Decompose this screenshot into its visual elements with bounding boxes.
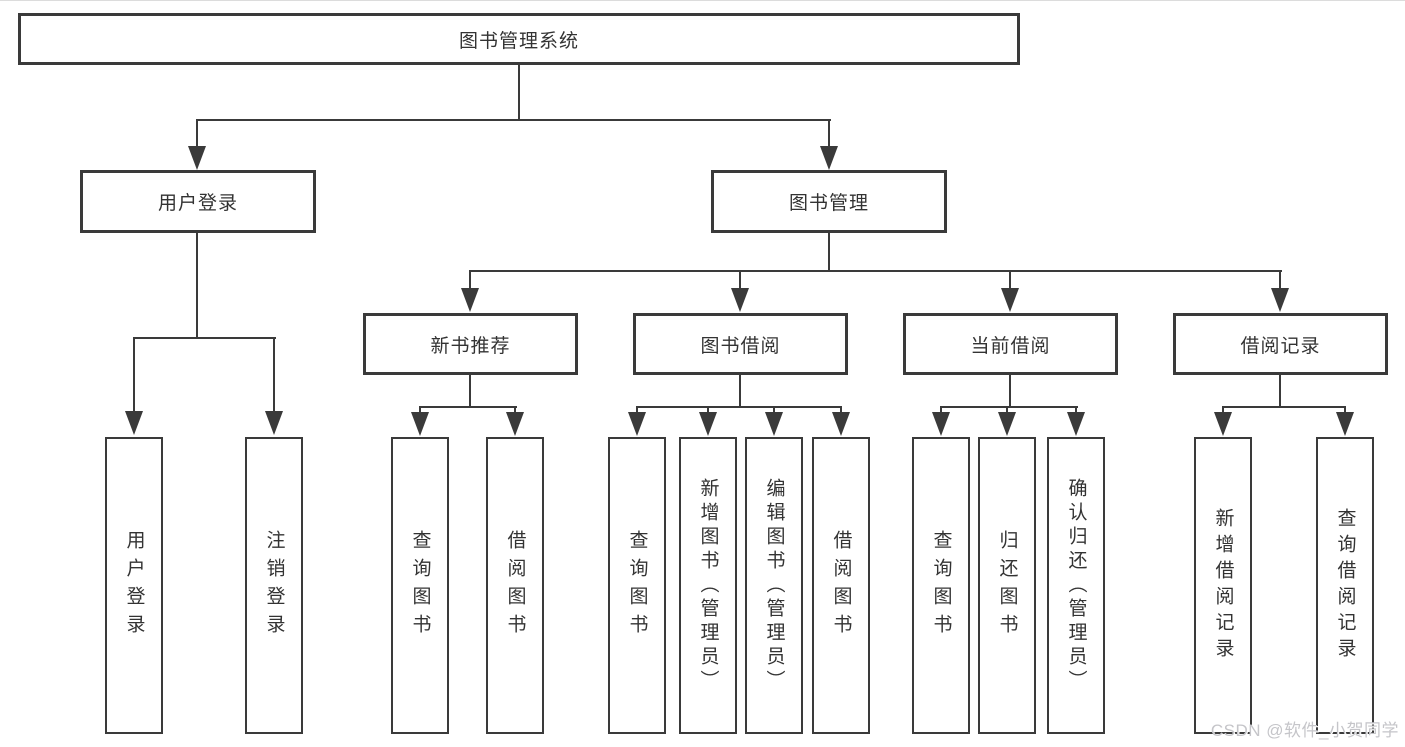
connector-current-borrow-drop-2 <box>1006 406 1008 416</box>
leaf-records-add-record: 新增借阅记录 <box>1194 437 1252 734</box>
leaf-rec-query-books: 查询图书 <box>391 437 449 734</box>
arrowhead-down <box>1271 288 1289 312</box>
connector-book-mgmt-drop-3 <box>1009 270 1011 290</box>
connector-root-stem <box>518 64 520 121</box>
node-borrow-records-label: 借阅记录 <box>1240 335 1321 357</box>
node-new-book-rec-label: 新书推荐 <box>430 335 511 357</box>
arrowhead-down <box>628 412 646 436</box>
connector-book-borrow-drop-2 <box>707 406 709 416</box>
connector-new-book-rec-drop-2 <box>514 406 516 416</box>
leaf-borrow-query-books: 查询图书 <box>608 437 666 734</box>
arrowhead-down <box>1214 412 1232 436</box>
connector-borrow-records-drop-1 <box>1222 406 1224 416</box>
connector-book-borrow-bar <box>636 406 842 408</box>
leaf-user-login: 用户登录 <box>105 437 163 734</box>
connector-book-borrow-drop-3 <box>773 406 775 416</box>
node-book-mgmt-label: 图书管理 <box>788 193 869 214</box>
arrowhead-down <box>832 412 850 436</box>
leaf-current-return-books: 归还图书 <box>978 437 1036 734</box>
connector-new-book-rec-stem <box>469 374 471 408</box>
arrowhead-down <box>265 411 283 435</box>
leaf-rec-query-books-label: 查询图书 <box>409 529 431 642</box>
csdn-watermark: CSDN @软件_小贺同学 <box>1210 721 1399 740</box>
leaf-borrow-add-books-label: 新增图书（管理员） <box>697 477 719 694</box>
node-book-borrow-label: 图书借阅 <box>700 335 781 357</box>
arrowhead-down <box>411 412 429 436</box>
connector-book-mgmt-stem <box>828 233 830 272</box>
arrowhead-down <box>1067 412 1085 436</box>
node-current-borrow-label: 当前借阅 <box>970 335 1051 357</box>
connector-current-borrow-stem <box>1009 374 1011 408</box>
connector-current-borrow-bar <box>940 406 1078 408</box>
leaf-current-confirm-return: 确认归还（管理员） <box>1047 437 1105 734</box>
connector-borrow-records-stem <box>1279 374 1281 408</box>
node-root-label: 图书管理系统 <box>458 30 579 52</box>
leaf-records-add-record-label: 新增借阅记录 <box>1212 507 1234 664</box>
node-borrow-records: 借阅记录 <box>1173 313 1388 375</box>
node-book-borrow: 图书借阅 <box>633 313 848 375</box>
leaf-records-query-record-label: 查询借阅记录 <box>1334 507 1356 664</box>
leaf-borrow-add-books: 新增图书（管理员） <box>679 437 737 734</box>
connector-book-mgmt-drop-2 <box>739 270 741 290</box>
arrowhead-down <box>699 412 717 436</box>
leaf-records-query-record: 查询借阅记录 <box>1316 437 1374 734</box>
node-book-mgmt: 图书管理 <box>711 170 947 233</box>
leaf-borrow-borrow-books: 借阅图书 <box>812 437 870 734</box>
connector-book-borrow-drop-1 <box>636 406 638 416</box>
connector-user-login-drop-1 <box>133 337 135 413</box>
connector-root-drop-right <box>828 119 830 147</box>
leaf-borrow-borrow-books-label: 借阅图书 <box>830 529 852 642</box>
connector-new-book-rec-bar <box>419 406 517 408</box>
arrowhead-down <box>998 412 1016 436</box>
connector-user-login-stem <box>196 233 198 339</box>
leaf-current-query-books: 查询图书 <box>912 437 970 734</box>
connector-user-login-bar <box>133 337 276 339</box>
node-user-login-label: 用户登录 <box>157 193 238 214</box>
node-new-book-rec: 新书推荐 <box>363 313 578 375</box>
connector-root-drop-left <box>196 119 198 147</box>
arrowhead-down <box>820 146 838 170</box>
leaf-rec-borrow-books-label: 借阅图书 <box>504 529 526 642</box>
connector-book-borrow-drop-4 <box>840 406 842 416</box>
node-root: 图书管理系统 <box>18 13 1020 65</box>
connector-current-borrow-drop-1 <box>940 406 942 416</box>
connector-new-book-rec-drop-1 <box>419 406 421 416</box>
arrowhead-down <box>1336 412 1354 436</box>
leaf-current-return-books-label: 归还图书 <box>996 529 1018 642</box>
arrowhead-down <box>765 412 783 436</box>
connector-borrow-records-bar <box>1222 406 1346 408</box>
page-top-border <box>0 0 1405 1</box>
leaf-rec-borrow-books: 借阅图书 <box>486 437 544 734</box>
leaf-user-login-label: 用户登录 <box>123 529 145 642</box>
leaf-borrow-edit-books: 编辑图书（管理员） <box>745 437 803 734</box>
arrowhead-down <box>125 411 143 435</box>
leaf-current-query-books-label: 查询图书 <box>930 529 952 642</box>
leaf-borrow-query-books-label: 查询图书 <box>626 529 648 642</box>
connector-book-mgmt-bar <box>469 270 1282 272</box>
leaf-current-confirm-return-label: 确认归还（管理员） <box>1065 477 1087 694</box>
connector-borrow-records-drop-2 <box>1344 406 1346 416</box>
arrowhead-down <box>506 412 524 436</box>
arrowhead-down <box>1001 288 1019 312</box>
connector-current-borrow-drop-3 <box>1075 406 1077 416</box>
connector-root-bar <box>197 119 831 121</box>
connector-user-login-drop-2 <box>273 337 275 413</box>
connector-book-mgmt-drop-1 <box>469 270 471 290</box>
leaf-logout-label: 注销登录 <box>263 529 285 642</box>
connector-book-mgmt-drop-4 <box>1279 270 1281 290</box>
arrowhead-down <box>932 412 950 436</box>
arrowhead-down <box>731 288 749 312</box>
arrowhead-down <box>188 146 206 170</box>
arrowhead-down <box>461 288 479 312</box>
connector-book-borrow-stem <box>739 374 741 408</box>
leaf-logout: 注销登录 <box>245 437 303 734</box>
node-current-borrow: 当前借阅 <box>903 313 1118 375</box>
node-user-login: 用户登录 <box>80 170 316 233</box>
leaf-borrow-edit-books-label: 编辑图书（管理员） <box>763 477 785 694</box>
